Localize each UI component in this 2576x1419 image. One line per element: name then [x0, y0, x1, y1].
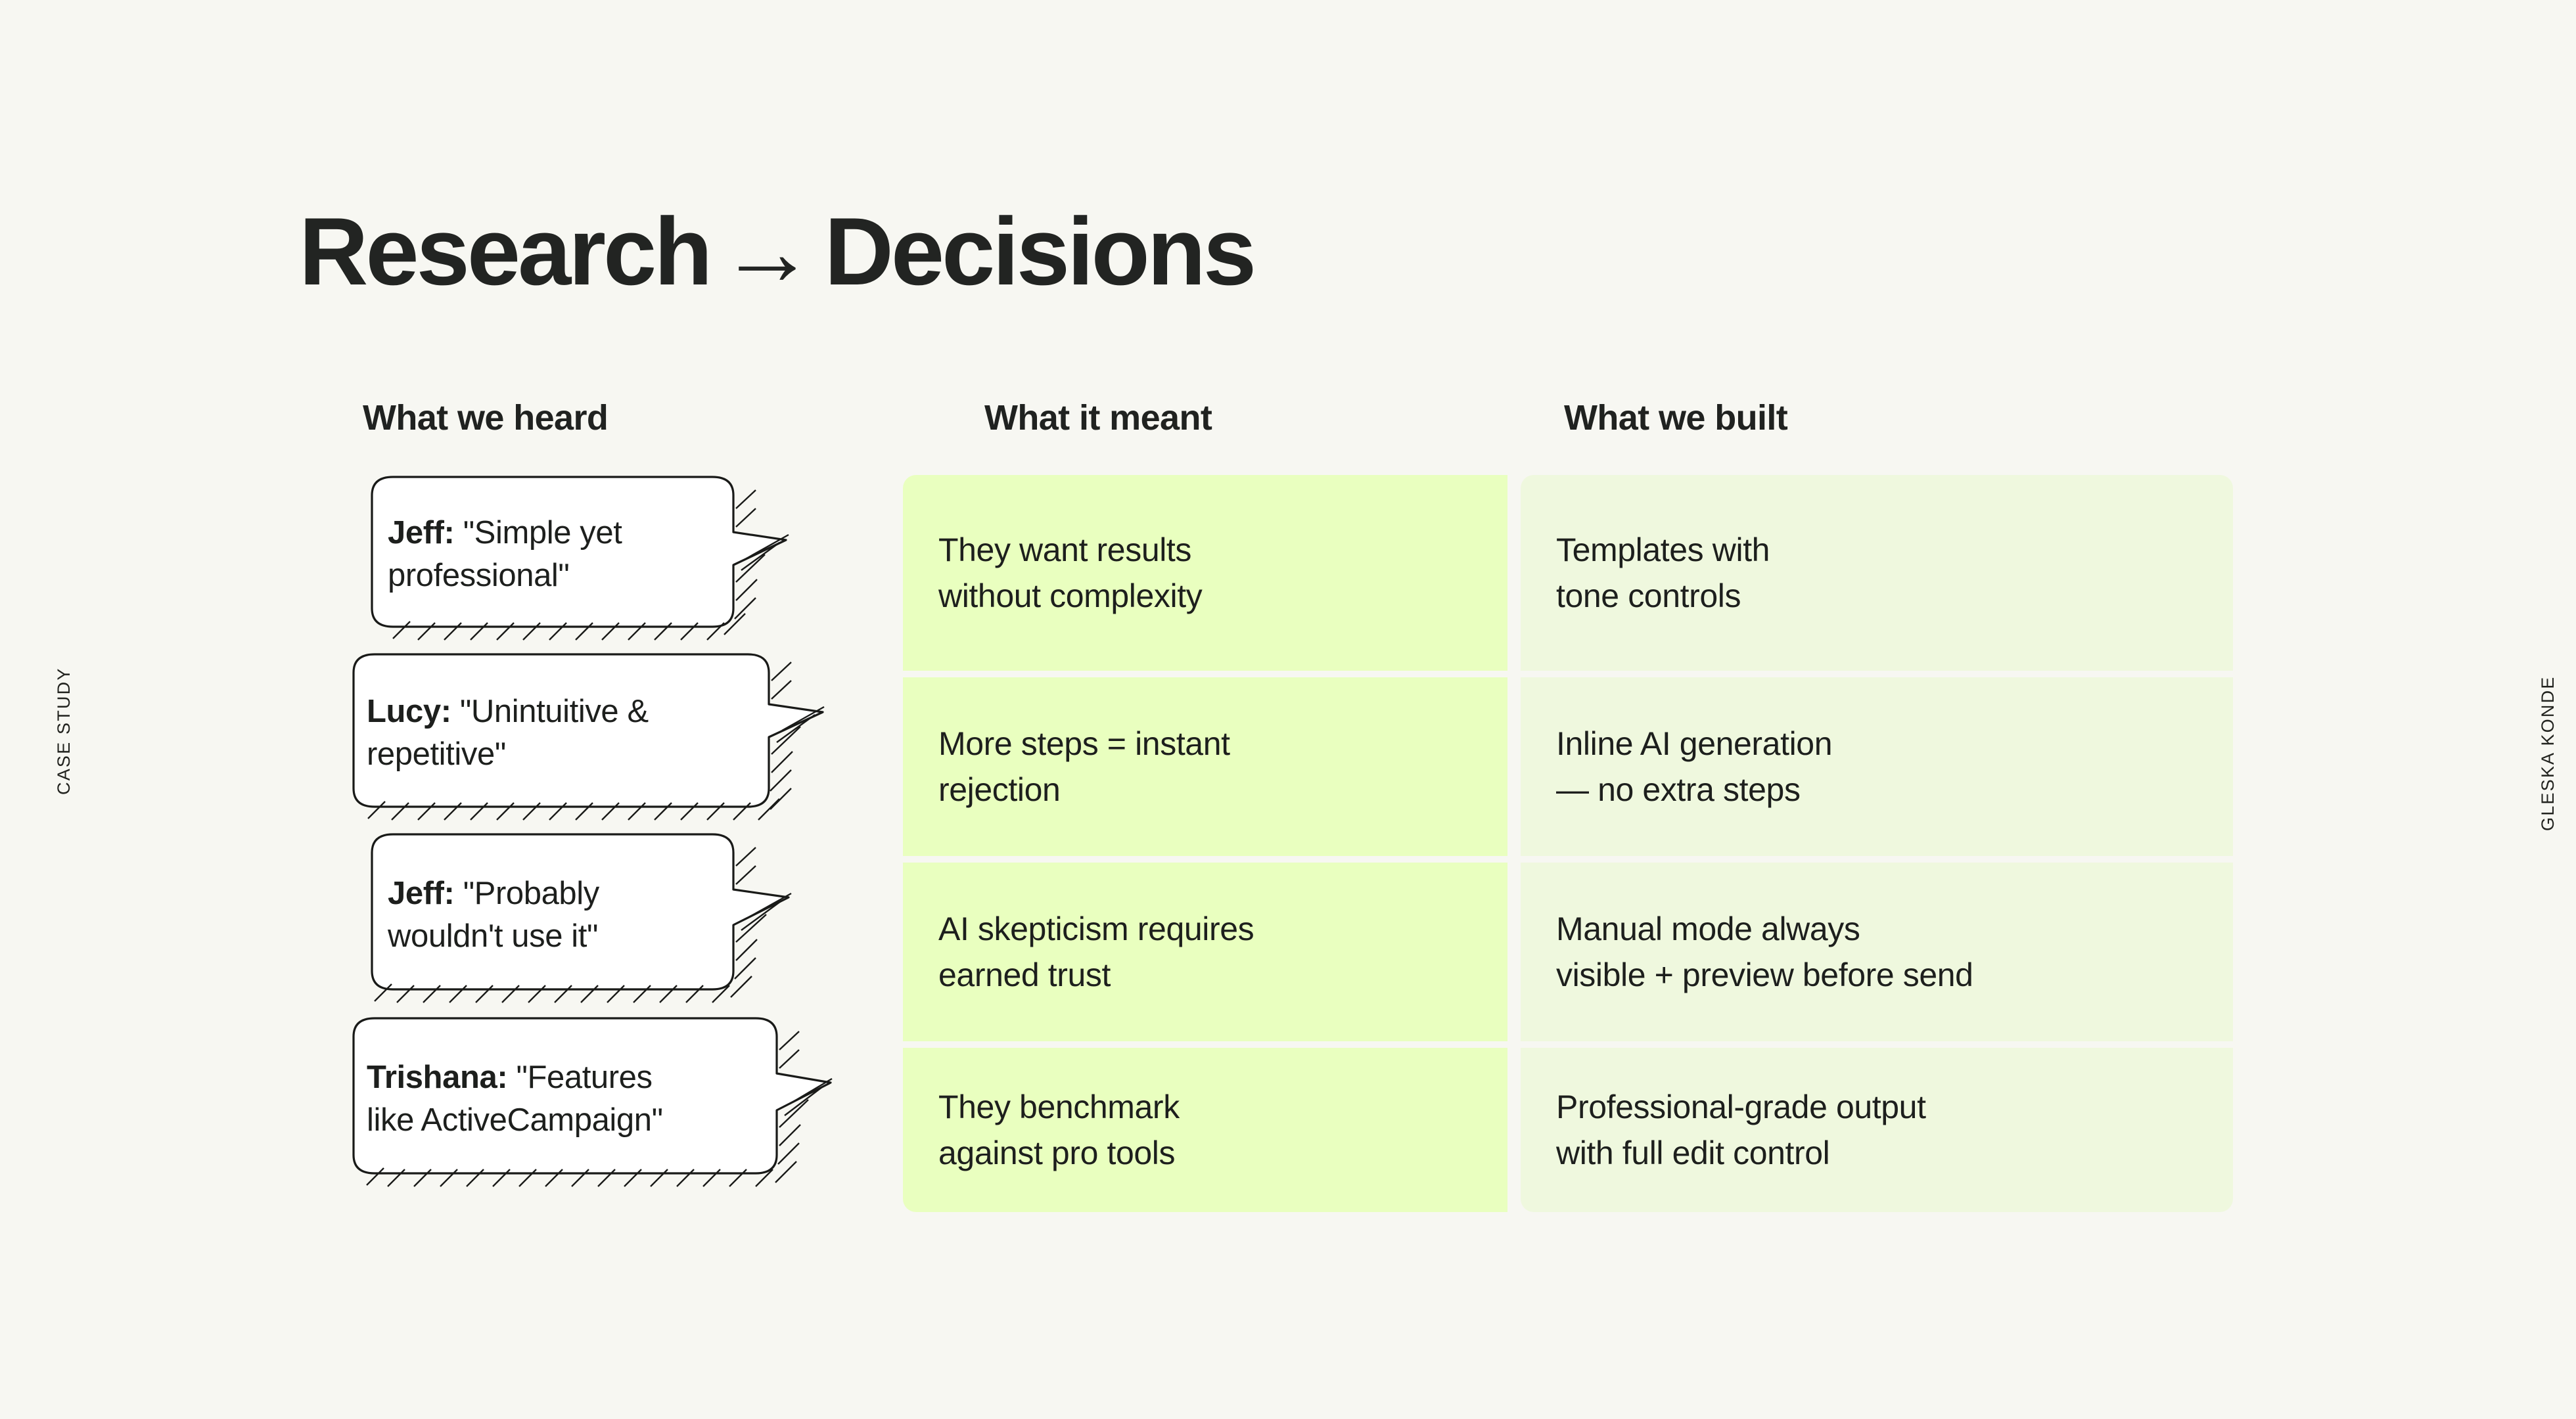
quotes-column: Jeff: "Simple yet professional"	[352, 472, 878, 1197]
hatch-shading	[367, 662, 825, 821]
built-line-2: with full edit control	[1556, 1135, 1830, 1171]
column-header-what-we-heard: What we heard	[363, 398, 609, 438]
speech-bubble-shape	[352, 1017, 833, 1187]
speech-bubble: Jeff: "Simple yet professional"	[352, 472, 878, 641]
speech-bubble: Trishana: "Features like ActiveCampaign"	[352, 1013, 878, 1187]
built-line-2: tone controls	[1556, 577, 1741, 614]
speech-bubble-shape	[352, 653, 825, 821]
column-header-what-it-meant: What it meant	[984, 398, 1212, 438]
arrow-right-icon: →	[719, 197, 816, 305]
meaning-line-1: More steps = instant	[938, 725, 1230, 762]
speech-bubble: Lucy: "Unintuitive & repetitive"	[352, 649, 878, 821]
built-line-1: Professional-grade output	[1556, 1089, 1926, 1125]
built-line-1: Manual mode always	[1556, 911, 1860, 947]
speech-bubble-shape	[371, 476, 789, 641]
built-cell: Templates with tone controls	[1521, 475, 2233, 671]
meaning-line-1: They want results	[938, 531, 1192, 568]
built-line-2: visible + preview before send	[1556, 957, 1973, 993]
hatch-shading	[392, 489, 789, 641]
built-line-1: Inline AI generation	[1556, 725, 1833, 762]
built-cell: Professional-grade output with full edit…	[1521, 1048, 2233, 1212]
speech-bubble: Jeff: "Probably wouldn't use it"	[352, 829, 878, 1003]
meaning-cell: AI skepticism requires earned trust	[903, 863, 1507, 1041]
meaning-line-2: rejection	[938, 771, 1061, 808]
built-line-2: — no extra steps	[1556, 771, 1801, 808]
built-cell: Manual mode always visible + preview bef…	[1521, 863, 2233, 1041]
meaning-cell: They benchmark against pro tools	[903, 1048, 1507, 1212]
speech-bubble-shape	[371, 833, 792, 1003]
hatch-shading	[366, 1031, 833, 1187]
page-title-before: Research	[299, 197, 712, 305]
meaning-line-2: against pro tools	[938, 1135, 1176, 1171]
meaning-line-2: without complexity	[938, 577, 1203, 614]
built-line-1: Templates with	[1556, 531, 1770, 568]
meaning-line-2: earned trust	[938, 957, 1111, 993]
meaning-cell: They want results without complexity	[903, 475, 1507, 671]
column-header-what-we-built: What we built	[1564, 398, 1788, 438]
hatch-shading	[374, 847, 792, 1003]
page-title: Research→Decisions	[299, 203, 1256, 300]
built-cell: Inline AI generation — no extra steps	[1521, 677, 2233, 856]
meaning-line-1: They benchmark	[938, 1089, 1180, 1125]
meaning-line-1: AI skepticism requires	[938, 911, 1254, 947]
meaning-cell: More steps = instant rejection	[903, 677, 1507, 856]
page-title-after: Decisions	[824, 197, 1256, 305]
